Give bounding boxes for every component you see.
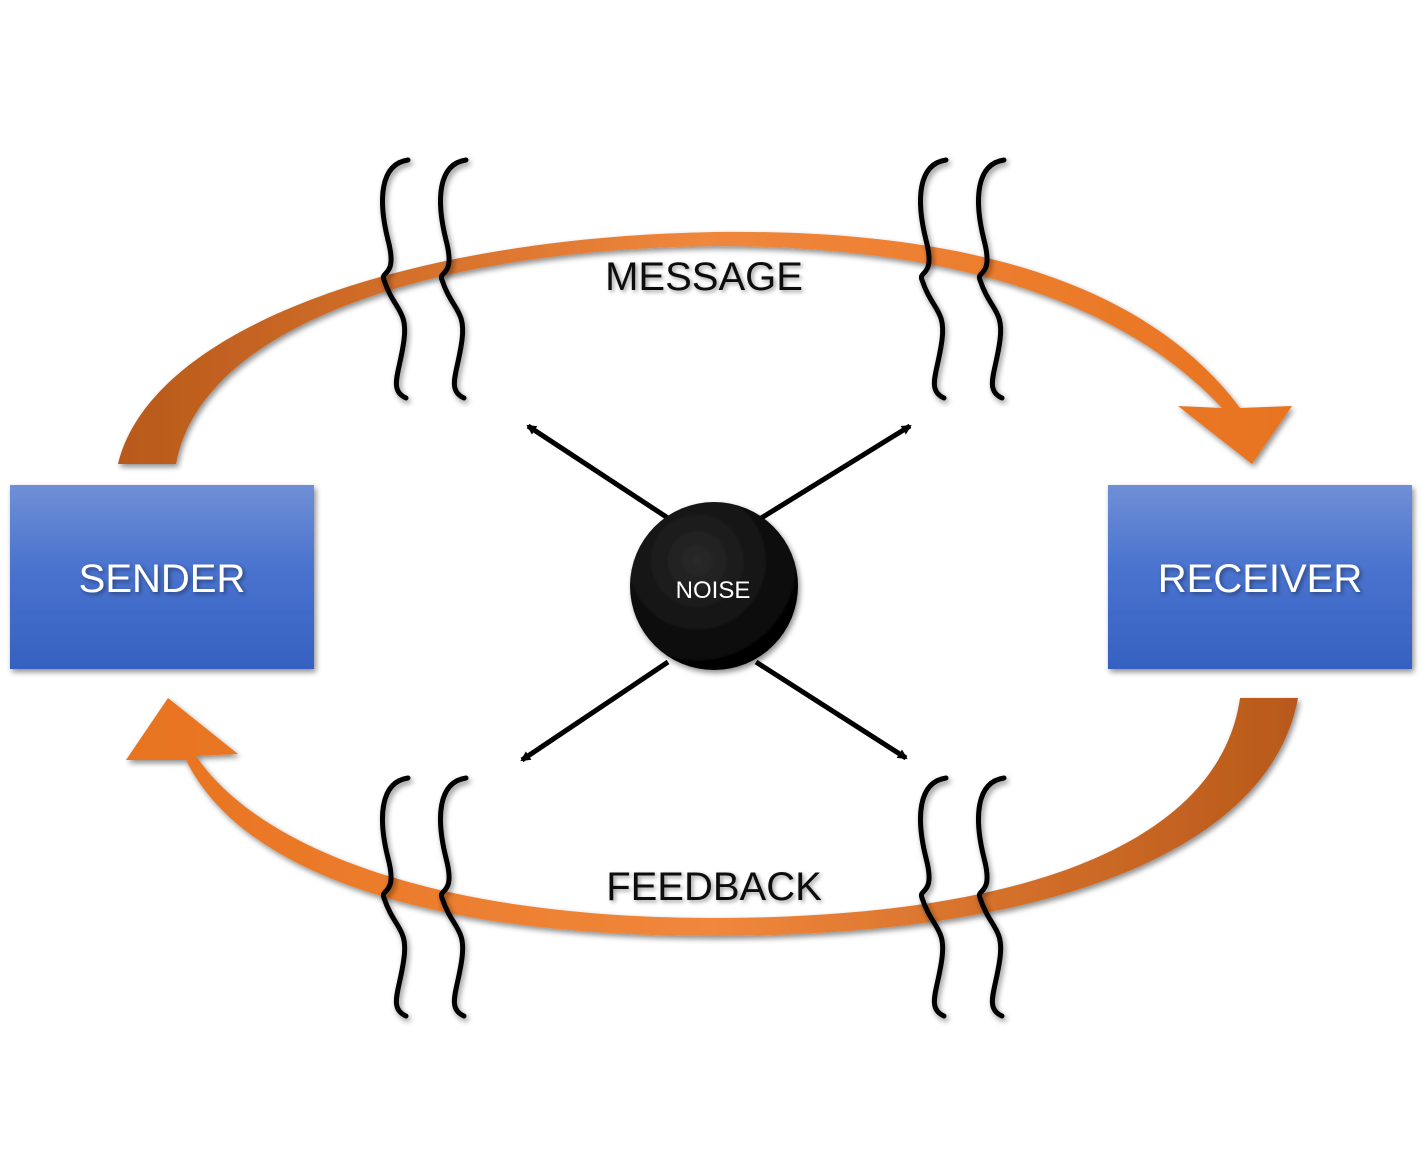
receiver-label: RECEIVER [1158,557,1363,601]
noise-node: NOISE [630,502,798,670]
noise-arrow-bottom-left [520,659,670,763]
noise-arrow-bottom-right [754,659,908,761]
receiver-node: RECEIVER [1108,485,1412,669]
feedback-label: FEEDBACK [606,865,822,909]
interference-squiggle-top-left [380,157,469,401]
sender-node: SENDER [10,485,314,669]
noise-arrows [520,423,912,763]
interference-squiggle-bottom-right [918,775,1007,1019]
message-label: MESSAGE [605,255,803,299]
noise-label: NOISE [676,577,751,604]
interference-squiggle-top-right [918,157,1007,401]
noise-arrow-top-right [756,423,912,523]
sender-label: SENDER [79,557,246,601]
interference-squiggle-bottom-left [380,775,469,1019]
noise-arrow-top-left [526,423,676,525]
